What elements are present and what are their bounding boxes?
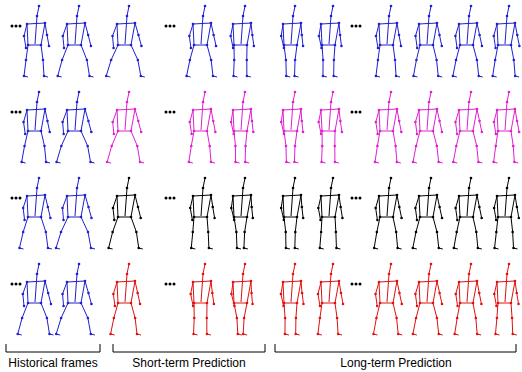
- skeleton-figure: [412, 91, 444, 164]
- skeleton-figure: [107, 177, 142, 250]
- ellipsis-dots: [11, 25, 22, 28]
- skeleton-figure: [56, 5, 93, 78]
- skeleton-figure: [106, 91, 144, 164]
- skeleton-figure: [280, 177, 305, 250]
- skeleton-figure: [55, 263, 95, 336]
- skeleton-figure: [317, 177, 344, 250]
- skeleton-figure: [374, 91, 403, 164]
- skeleton-figure: [280, 263, 305, 336]
- skeleton-figure: [188, 91, 217, 164]
- ellipsis-dots: [165, 111, 176, 114]
- section-label: Short-term Prediction: [132, 356, 245, 370]
- ellipsis-dots: [11, 197, 22, 200]
- skeleton-figure: [55, 91, 94, 164]
- section-label: Historical frames: [8, 356, 97, 370]
- ellipsis-dots: [165, 283, 176, 286]
- skeleton-figure: [229, 5, 255, 78]
- skeleton-figure: [20, 91, 51, 164]
- skeleton-figure: [452, 91, 483, 164]
- skeleton-figure: [317, 263, 345, 336]
- skeleton-figure: [317, 91, 343, 164]
- skeleton-figure: [109, 263, 141, 336]
- skeleton-figure: [189, 177, 216, 250]
- ellipsis-dots: [11, 283, 22, 286]
- skeleton-figure: [372, 263, 403, 336]
- bracket: [275, 344, 516, 352]
- skeleton-figure: [230, 91, 255, 164]
- skeleton-figure: [493, 177, 520, 250]
- ellipsis-dots: [351, 25, 362, 28]
- ellipsis-dots: [11, 111, 22, 114]
- ellipsis-dots: [351, 283, 362, 286]
- skeleton-figure: [412, 263, 444, 336]
- skeleton-figure: [412, 177, 444, 250]
- skeleton-figure: [453, 263, 482, 336]
- section-brackets: [6, 344, 516, 352]
- ellipsis-dots: [351, 197, 362, 200]
- bracket: [6, 344, 100, 352]
- skeleton-figure: [23, 5, 51, 78]
- ellipsis-dots: [165, 25, 176, 28]
- skeleton-figure: [452, 5, 484, 78]
- skeleton-figure: [373, 177, 403, 250]
- section-label: Long-term Prediction: [340, 356, 451, 370]
- skeleton-figure: [55, 177, 95, 250]
- bracket: [113, 344, 265, 352]
- skeleton-figure: [280, 91, 304, 164]
- ellipsis-dots: [351, 111, 362, 114]
- skeleton-figure: [492, 91, 520, 164]
- skeleton-figure: [412, 5, 443, 78]
- skeleton-figure: [230, 263, 254, 336]
- skeleton-figure: [453, 177, 483, 250]
- skeleton-figure: [375, 5, 403, 78]
- skeleton-figure: [185, 5, 217, 78]
- skeleton-figure: [18, 177, 52, 250]
- skeleton-figure: [491, 5, 520, 78]
- skeleton-figure: [280, 5, 304, 78]
- skeleton-figure: [105, 5, 145, 78]
- skeleton-figure: [189, 263, 215, 336]
- ellipsis-dots: [165, 197, 176, 200]
- skeleton-figure: [493, 263, 520, 336]
- skeleton-figure: [230, 177, 254, 250]
- skeleton-figure: [318, 5, 343, 78]
- skeleton-figure: [16, 263, 53, 336]
